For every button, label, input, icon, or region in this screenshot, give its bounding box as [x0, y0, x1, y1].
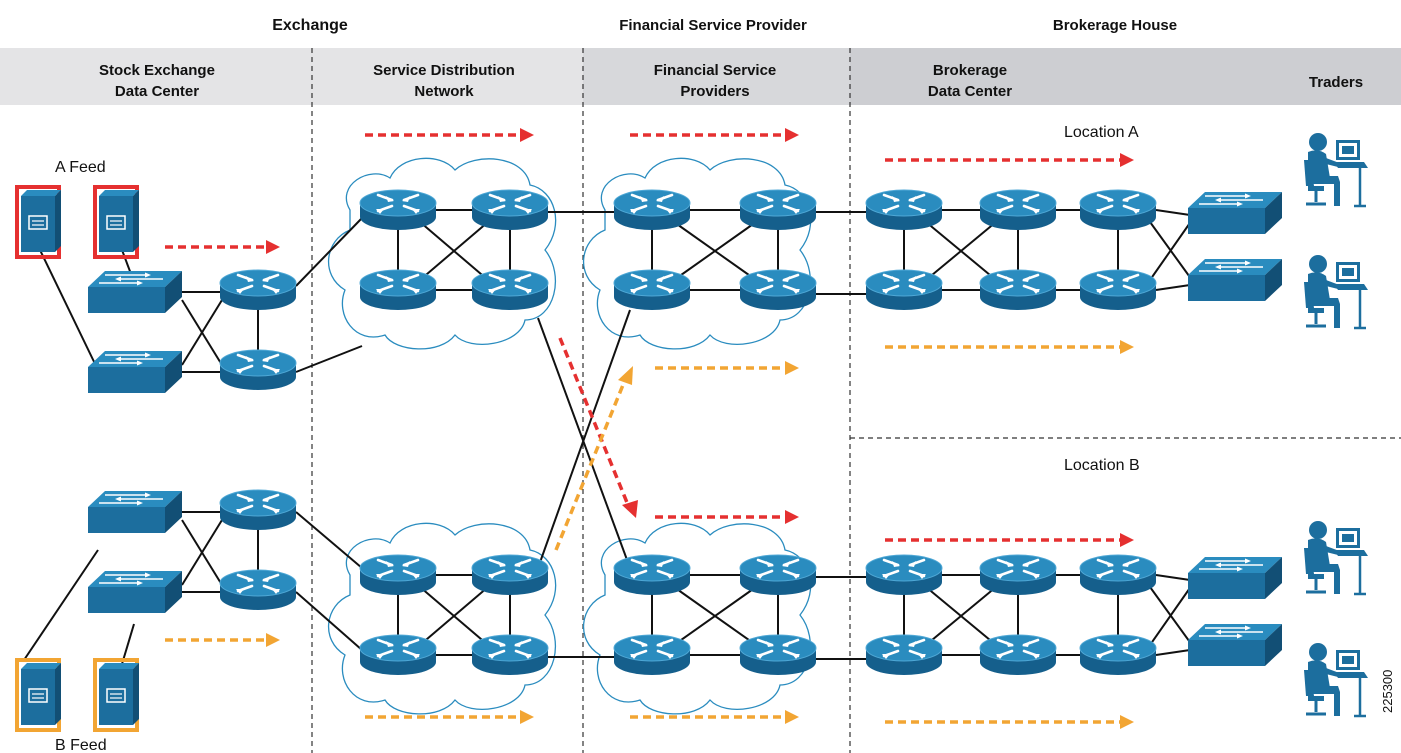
router-icon — [358, 268, 438, 312]
switch-icon — [87, 490, 183, 534]
router-icon — [1078, 268, 1158, 312]
column-dividers — [311, 48, 1401, 753]
header-band-exchange — [0, 48, 583, 105]
header-band-brokerage — [850, 48, 1401, 105]
switch-icon — [87, 570, 183, 614]
router-icon — [1078, 188, 1158, 232]
cloud-icon — [328, 157, 812, 715]
router-icon — [864, 633, 944, 677]
trader-workstation-icon — [1302, 131, 1370, 208]
label-a-feed: A Feed — [55, 159, 106, 176]
col-fsp-l1: Financial Service — [654, 62, 777, 79]
router-icon — [978, 268, 1058, 312]
router-icon — [358, 633, 438, 677]
router-icon — [470, 188, 550, 232]
switch-icon — [87, 350, 183, 394]
col-brokerage-l1: Brokerage — [933, 62, 1007, 79]
router-icon — [470, 553, 550, 597]
router-icon — [978, 188, 1058, 232]
router-icon — [738, 268, 818, 312]
server-icon — [20, 662, 62, 726]
server-icon — [98, 189, 140, 253]
col-service-distribution-l2: Network — [414, 83, 474, 100]
router-icon — [738, 188, 818, 232]
router-icon — [612, 553, 692, 597]
switch-icon — [1187, 623, 1283, 667]
router-icon — [218, 268, 298, 312]
router-icon — [470, 633, 550, 677]
server-icon — [20, 189, 62, 253]
server-icon — [98, 662, 140, 726]
label-location-b: Location B — [1064, 457, 1140, 474]
router-icon — [978, 633, 1058, 677]
col-traders: Traders — [1309, 74, 1363, 91]
router-icon — [864, 188, 944, 232]
router-icon — [978, 553, 1058, 597]
col-stock-exchange-l1: Stock Exchange — [99, 62, 215, 79]
a-feed-flow-arrows — [165, 133, 1120, 542]
trader-workstation-icon — [1302, 641, 1370, 718]
header-financial-service-provider: Financial Service Provider — [619, 17, 807, 34]
router-icon — [218, 348, 298, 392]
router-icon — [1078, 553, 1158, 597]
figure-id: 225300 — [1380, 670, 1395, 713]
router-icon — [738, 553, 818, 597]
switch-icon — [1187, 258, 1283, 302]
router-icon — [864, 553, 944, 597]
label-location-a: Location A — [1064, 124, 1139, 141]
a-feed-arrowheads — [266, 128, 1134, 547]
header-brokerage-house: Brokerage House — [1053, 17, 1177, 34]
col-stock-exchange-l2: Data Center — [115, 83, 199, 100]
header-band-fsp — [583, 48, 850, 105]
router-icon — [358, 553, 438, 597]
router-icon — [612, 188, 692, 232]
trader-workstation-icon — [1302, 253, 1370, 330]
router-icon — [358, 188, 438, 232]
router-icon — [470, 268, 550, 312]
router-icon — [218, 488, 298, 532]
router-icon — [1078, 633, 1158, 677]
b-feed-arrowheads — [266, 340, 1134, 729]
col-brokerage-l2: Data Center — [928, 83, 1012, 100]
router-icon — [612, 633, 692, 677]
switch-icon — [87, 270, 183, 314]
header-exchange: Exchange — [272, 17, 348, 34]
trader-workstation-icon — [1302, 519, 1370, 596]
switch-icon — [1187, 191, 1283, 235]
router-icon — [864, 268, 944, 312]
router-icon — [218, 568, 298, 612]
col-fsp-l2: Providers — [680, 83, 749, 100]
switch-icon — [1187, 556, 1283, 600]
b-feed-flow-arrows — [165, 345, 1120, 724]
router-icon — [738, 633, 818, 677]
label-b-feed: B Feed — [55, 737, 107, 753]
router-icon — [612, 268, 692, 312]
col-service-distribution-l1: Service Distribution — [373, 62, 515, 79]
